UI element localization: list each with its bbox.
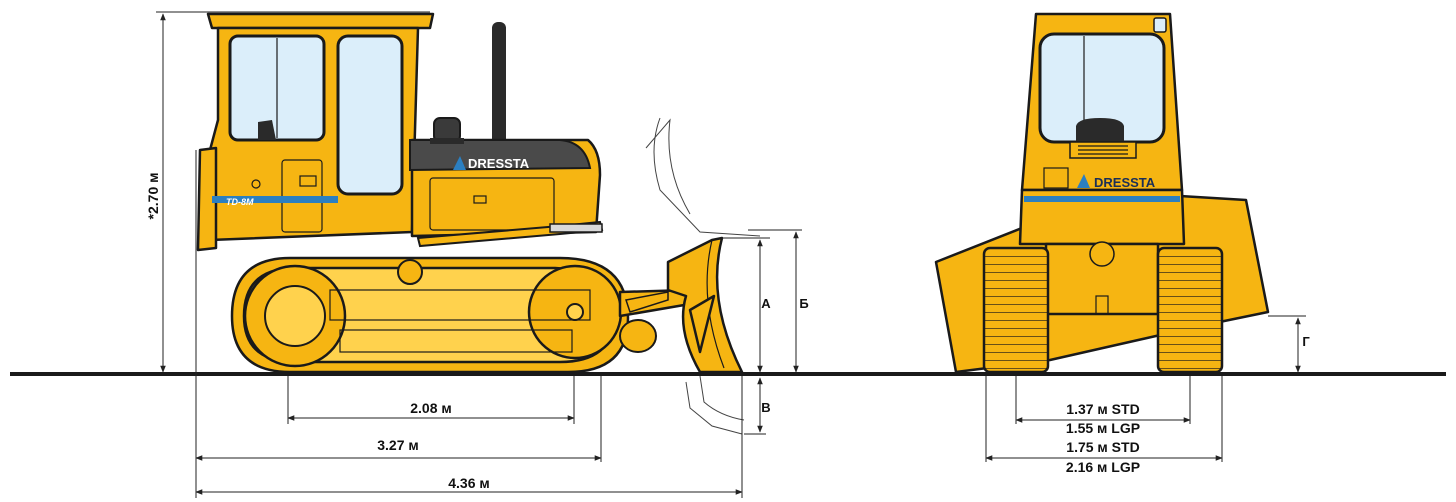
width-lgp-label: 2.16 м LGP: [1066, 459, 1140, 475]
width-std-label: 1.75 м STD: [1066, 439, 1139, 455]
rear-panel: [196, 146, 218, 252]
brand-logo-side: DRESSTA: [453, 156, 530, 171]
front-view: DRESSTA: [934, 12, 1270, 374]
dim-v-label: В: [761, 400, 770, 415]
right-track: [1156, 246, 1224, 374]
dim-b-label: Б: [799, 296, 808, 311]
gauge-std-label: 1.37 м STD: [1066, 401, 1139, 417]
lowered-blade-outline: [685, 381, 743, 435]
seat: [258, 120, 276, 140]
brand-logo-front-text: DRESSTA: [1094, 175, 1156, 190]
cab-roof: [206, 12, 435, 30]
track-length-label: 3.27 м: [377, 437, 419, 453]
brand-logo-text: DRESSTA: [468, 156, 530, 171]
brand-logo-front: DRESSTA: [1077, 174, 1156, 190]
overall-length-label: 4.36 м: [448, 475, 490, 491]
raised-blade-outline: [653, 117, 761, 237]
gauge-lgp-label: 1.55 м LGP: [1066, 420, 1140, 436]
ripper-tooth: [688, 294, 716, 354]
exhaust-stack: [492, 22, 506, 148]
left-track: [982, 246, 1050, 374]
height-label: *2.70 м: [145, 173, 161, 220]
blue-stripe: [212, 196, 338, 203]
dimension-lines: [156, 11, 1306, 498]
dim-a-label: А: [761, 296, 771, 311]
hood-panel: [409, 139, 592, 172]
dim-g-label: Г: [1302, 334, 1310, 349]
track-contact-label: 2.08 м: [410, 400, 452, 416]
cab-door-window: [336, 34, 404, 196]
blade-tilt-cylinder: [625, 291, 669, 313]
model-label: TD-8M: [226, 197, 254, 207]
side-view: DRESSTA TD-8M: [196, 12, 761, 435]
front-blue-stripe: [1024, 196, 1180, 202]
front-seat: [1076, 118, 1124, 142]
